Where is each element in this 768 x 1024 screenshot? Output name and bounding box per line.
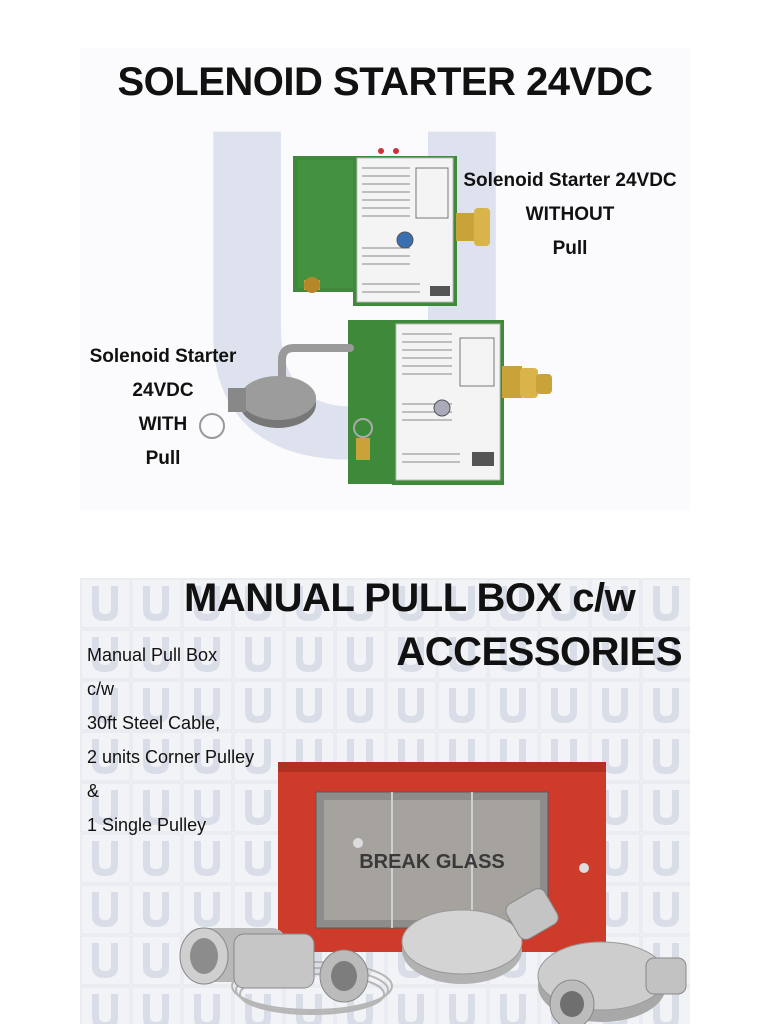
label-line: Solenoid Starter [89,346,237,367]
starter-with-pull [199,320,552,485]
product-description: Manual Pull Box c/w 30ft Steel Cable, 2 … [87,638,254,842]
label-with-pull: Solenoid Starter 24VDC WITH Pull [80,340,246,476]
label-without-pull: Solenoid Starter 24VDC WITHOUT Pull [450,164,690,266]
description-line: 2 units Corner Pulley [87,747,255,767]
starter-without-pull [293,148,490,306]
label-line: Solenoid Starter 24VDC [463,170,677,191]
corner-pulley [179,927,369,1003]
single-pulley [401,888,559,984]
title-line: MANUAL PULL BOX c/w [184,578,636,620]
description-line: & [87,781,100,801]
slide-solenoid-starter: U SOLENOID STARTER 24VDC [80,48,690,510]
label-line: WITH [138,414,188,435]
slide-manual-pull-box: MANUAL PULL BOX c/w ACCESSORIES Manual P… [80,578,690,1024]
title-line: ACCESSORIES [396,630,682,674]
label-line: Pull [145,448,181,469]
pull-box-photo: BREAK GLASS [179,762,687,1024]
solenoid-starter-photo [199,148,552,485]
label-line: Pull [552,238,588,259]
description-line: c/w [87,679,114,699]
slide-title: SOLENOID STARTER 24VDC [117,60,654,104]
break-glass-text: BREAK GLASS [359,851,505,873]
description-line: 1 Single Pulley [87,815,207,835]
slide-title: MANUAL PULL BOX c/w [184,578,636,621]
corner-pulley-2 [537,941,687,1024]
label-line: WITHOUT [525,204,615,225]
description-line: Manual Pull Box [87,645,218,665]
description-line: 30ft Steel Cable, [87,713,221,733]
slide-title-line-2: ACCESSORIES [396,630,682,675]
label-line: 24VDC [132,380,194,401]
